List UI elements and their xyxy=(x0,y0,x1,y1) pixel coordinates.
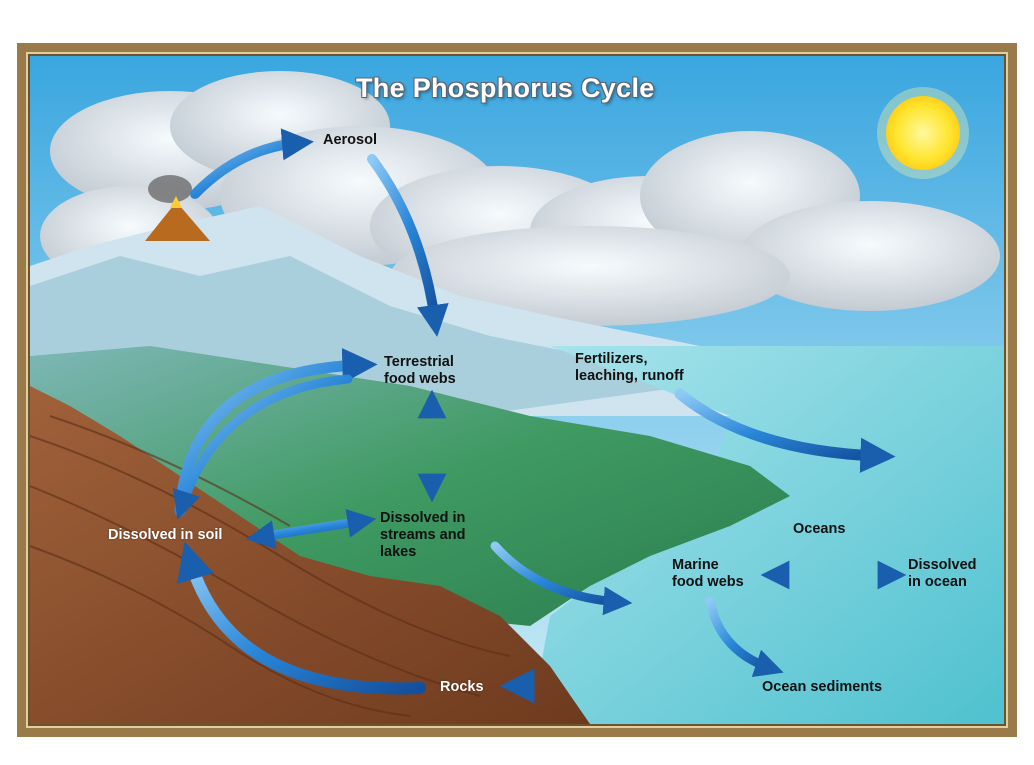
label-ocean-sediments: Ocean sediments xyxy=(762,679,883,695)
arrow-volcano-to-aerosol xyxy=(190,128,314,199)
label-rocks: Rocks xyxy=(440,679,484,695)
label-fertilizers: Fertilizers, leaching, runoff xyxy=(575,351,684,384)
arrow-streams-to-ocean xyxy=(490,541,633,616)
arrow-rocks-to-soil xyxy=(177,541,426,695)
arrow-soil-to-terrestrial xyxy=(174,348,378,517)
arrow-fertilizers-to-ocean xyxy=(674,388,896,473)
label-terrestrial-food-webs: Terrestrial food webs xyxy=(384,354,456,387)
label-dissolved-in-streams: Dissolved in streams and lakes xyxy=(380,510,466,560)
label-marine-food-webs: Marine food webs xyxy=(672,557,744,590)
flow-arrows xyxy=(172,128,907,704)
picture-frame xyxy=(17,43,1017,737)
diagram-title: The Phosphorus Cycle xyxy=(356,73,655,103)
arrow-aerosol-to-terrestrial xyxy=(367,154,449,337)
arrow-soil-streams xyxy=(245,509,377,549)
phosphorus-cycle-illustration xyxy=(30,56,1004,724)
label-dissolved-in-ocean: Dissolved in ocean xyxy=(908,557,977,590)
clouds xyxy=(40,71,1000,326)
sun-icon xyxy=(877,87,969,179)
label-oceans: Oceans xyxy=(793,521,846,537)
arrow-marine-to-sediments xyxy=(705,596,784,677)
volcano-icon xyxy=(145,175,210,241)
label-aerosol: Aerosol xyxy=(323,132,377,148)
label-dissolved-in-soil: Dissolved in soil xyxy=(108,527,223,543)
arrow-terrestrial-to-soil xyxy=(172,374,353,520)
